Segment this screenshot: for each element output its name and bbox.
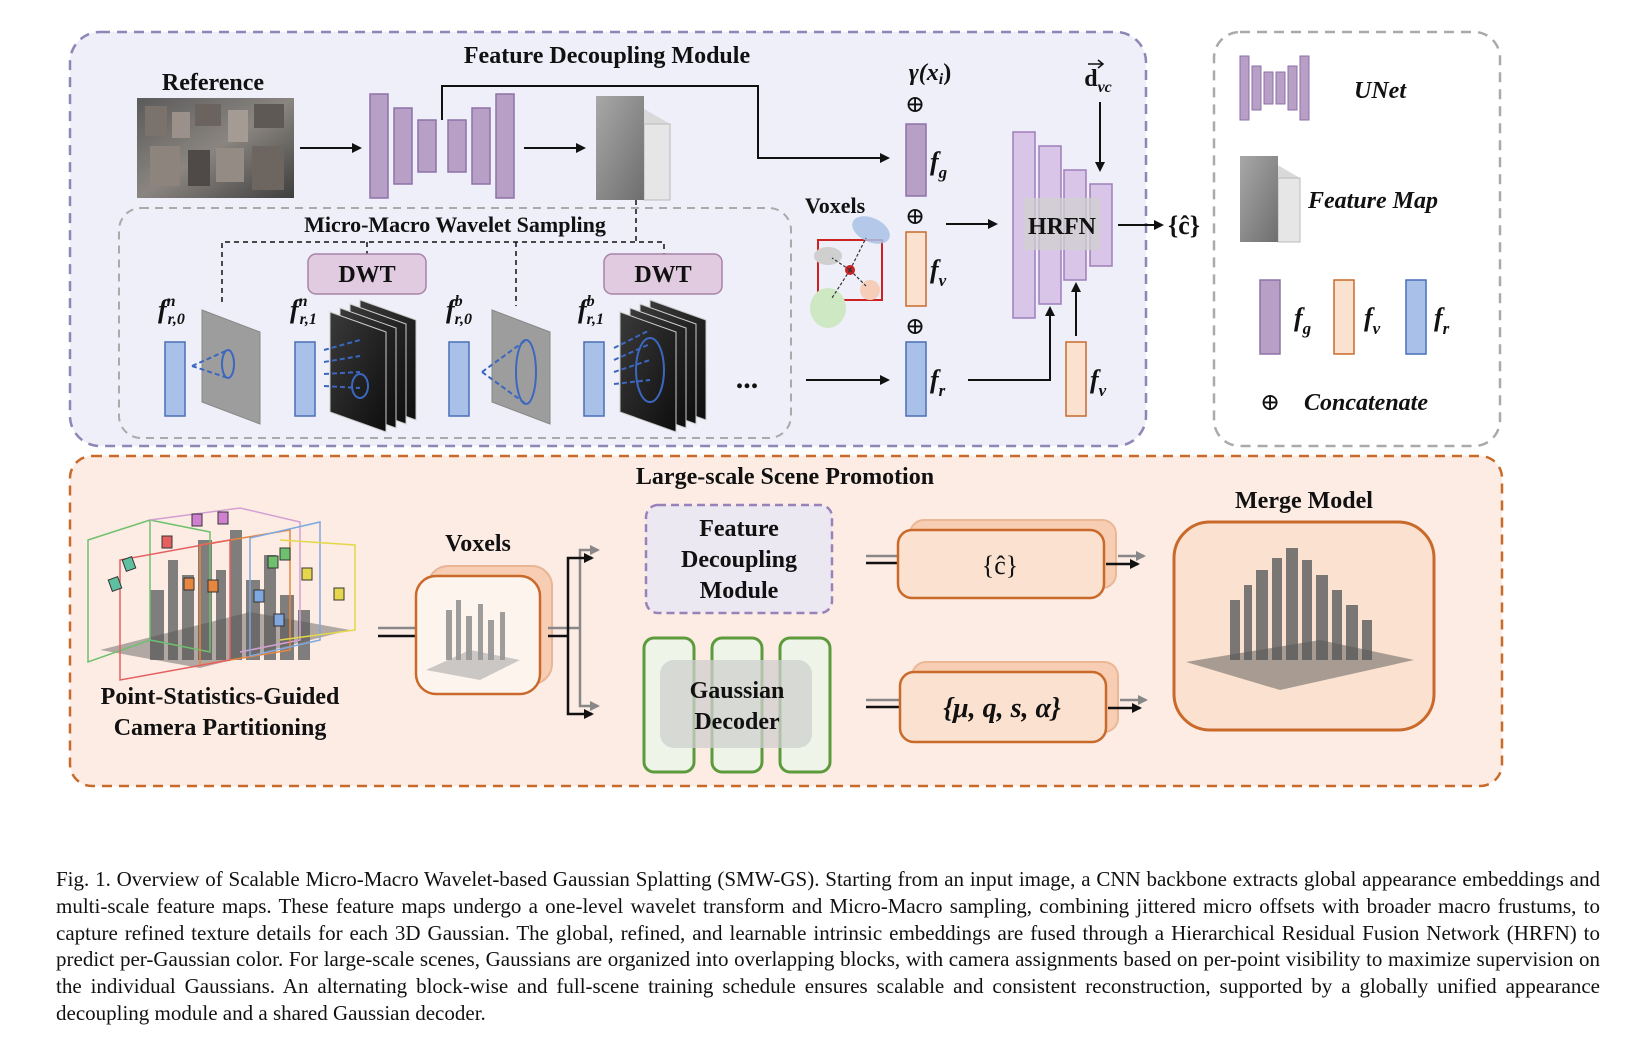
svg-text:fbr,1: fbr,1 [578,293,604,328]
voxels-illustration [810,216,890,328]
concat-icon: ⊕ [905,314,925,340]
partition-label-line2: Camera Partitioning [114,715,327,741]
merge-model-label: Merge Model [1235,488,1373,514]
svg-text:fnr,0: fnr,0 [158,293,185,328]
fg-bar [905,123,927,197]
feature-decoupling-module: Feature Decoupling Module Reference [68,30,1200,448]
fv-bar [905,231,927,307]
view-direction-label: dvc [1084,66,1112,96]
legend-fr-bar [1405,279,1427,355]
svg-text:DWT: DWT [634,262,691,288]
voxels-card [414,565,553,696]
bottom-title: Large-scale Scene Promotion [636,464,934,490]
svg-text:fnr,1: fnr,1 [290,293,317,328]
fdm-box: Feature Decoupling Module [644,503,834,615]
reference-image [137,98,294,198]
legend-unet-label: UNet [1354,78,1407,104]
unet-legend-icon [1239,55,1310,121]
svg-text:Decoder: Decoder [694,709,780,735]
fr-to-hrfn-arrow [968,306,1055,381]
svg-text:DWT: DWT [338,262,395,288]
concatenate-icon: ⊕ [1260,390,1280,416]
vector-arrow [1088,59,1105,69]
legend-fv-label: fv [1364,303,1381,338]
svg-text:{ĉ}: {ĉ} [982,551,1019,580]
partition-label-line1: Point-Statistics-Guided [101,684,340,710]
fv-residual-label: fv [1090,365,1107,400]
ellipsis: ... [736,362,759,395]
fg-label: fg [930,147,948,182]
legend-fr-label: fr [1434,303,1450,338]
architecture-diagram: Feature Decoupling Module Reference [68,30,1504,788]
svg-text:Feature: Feature [699,516,779,542]
legend-concatenate-label: Concatenate [1304,390,1428,416]
svg-text:Decoupling: Decoupling [681,547,797,573]
color-output-label: {ĉ} [1168,211,1200,240]
feature-map-cube [596,96,671,201]
merge-model-card [1172,520,1436,732]
fr-label: fr [930,365,946,400]
figure-caption: Fig. 1. Overview of Scalable Micro-Macro… [56,867,1600,1025]
hrfn-block: HRFN [1012,131,1113,319]
fv-residual-bar [1065,341,1087,417]
legend-feature-map-label: Feature Map [1307,188,1438,214]
gaussian-decoder: Gaussian Decoder [642,636,832,774]
legend-fv-bar [1333,279,1355,355]
svg-text:{μ, q, s, α}: {μ, q, s, α} [943,693,1061,724]
dwt-box-1: DWT [307,253,427,295]
sampling-title: Micro-Macro Wavelet Sampling [304,212,606,237]
gamma-label: γ(xi) [909,60,951,88]
module-title: Feature Decoupling Module [464,43,751,69]
concat-icon: ⊕ [905,92,925,118]
voxels-label: Voxels [805,193,866,218]
camera-partitioning-illustration [87,507,356,681]
hrfn-label: HRFN [1028,214,1097,240]
voxels-bottom-label: Voxels [445,531,511,557]
fv-label: fv [930,255,947,290]
large-scale-scene-promotion: Large-scale Scene Promotion [68,454,1504,788]
legend-fg-label: fg [1294,303,1312,338]
legend-fg-bar [1259,279,1281,355]
color-output-card: {ĉ} [896,519,1117,600]
dwt-box-2: DWT [603,253,723,295]
global-feature-arrow [441,85,890,163]
reference-label: Reference [162,70,265,96]
split-arrows [548,545,600,719]
gaussian-params-card: {μ, q, s, α} [898,661,1119,744]
fr-bar [905,341,927,417]
svg-text:Module: Module [700,578,779,604]
svg-text:Gaussian: Gaussian [690,678,785,704]
unet-block [369,93,515,199]
feature-map-legend-icon [1240,156,1301,243]
legend: UNet Feature Map fg fv fr ⊕ Concatenate [1212,30,1502,448]
micro-macro-sampling-box: Micro-Macro Wavelet Sampling [118,207,792,439]
concat-icon: ⊕ [905,204,925,230]
svg-text:fbr,0: fbr,0 [446,293,472,328]
